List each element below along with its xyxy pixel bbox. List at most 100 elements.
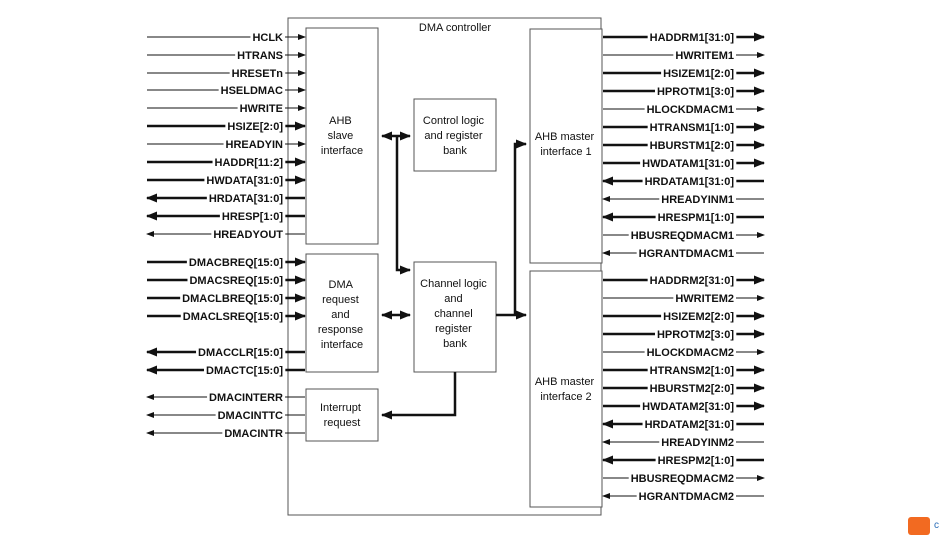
channel-logic-line-4: register — [435, 323, 472, 335]
right-signal-label-bg — [628, 230, 736, 242]
ahb-slave-line-2: slave — [328, 130, 354, 142]
right-signal-label-bg — [647, 383, 737, 395]
right-signal-label-bg — [644, 104, 736, 116]
interrupt-request-block — [305, 388, 379, 442]
right-signal-hburstm2-2-0: HBURSTM2[2:0] — [650, 383, 735, 395]
slave-channel-link — [395, 136, 411, 275]
control-logic-line-3: bank — [443, 145, 467, 157]
ahb-slave-line-3: interface — [321, 145, 363, 157]
left-signal-dmacinterr: DMACINTERR — [209, 392, 283, 404]
left-signal-dmacbreq-15-0: DMACBREQ[15:0] — [189, 257, 283, 269]
ahb-master-1-block — [529, 28, 603, 264]
right-signal-hrdatam2-31-0: HRDATAM2[31:0] — [645, 419, 735, 431]
interrupt-line-2: request — [324, 417, 361, 429]
left-signal-hreadyin: HREADYIN — [226, 139, 284, 151]
right-signal-hlockdmacm2: HLOCKDMACM2 — [647, 347, 734, 359]
channel-master1-link — [513, 139, 527, 315]
right-signal-label-bg — [647, 140, 737, 152]
right-signal-hreadyinm1: HREADYINM1 — [661, 194, 734, 206]
left-signal-dmacintr: DMACINTR — [224, 428, 283, 440]
left-signal-group: HCLKHTRANSHRESETnHSELDMACHWRITEHSIZE[2:0… — [146, 32, 306, 440]
right-signal-hrespm1-1-0: HRESPM1[1:0] — [658, 212, 735, 224]
left-signal-label-bg — [204, 175, 286, 187]
left-signal-dmaclbreq-15-0: DMACLBREQ[15:0] — [182, 293, 283, 305]
left-signal-hresp-1-0: HRESP[1:0] — [222, 211, 283, 223]
left-signal-haddr-11-2: HADDR[11:2] — [215, 157, 284, 169]
svg-text:AHB master interface 2: AHB master interface 2 — [535, 376, 597, 403]
left-signal-dmactc-15-0: DMACTC[15:0] — [206, 365, 283, 377]
control-logic-line-2: and register — [424, 130, 482, 142]
left-signal-hwrite: HWRITE — [240, 103, 283, 115]
right-signal-htransm1-1-0: HTRANSM1[1:0] — [650, 122, 735, 134]
channel-logic-line-1: Channel logic — [420, 278, 487, 290]
left-signal-dmacclr-15-0: DMACCLR[15:0] — [198, 347, 283, 359]
left-signal-label-bg — [207, 392, 286, 404]
right-signal-haddrm2-31-0: HADDRM2[31:0] — [650, 275, 735, 287]
right-signal-hwritem1: HWRITEM1 — [675, 50, 734, 62]
internal-connections — [381, 131, 527, 420]
left-signal-dmaclsreq-15-0: DMACLSREQ[15:0] — [183, 311, 284, 323]
left-signal-label-bg — [187, 275, 286, 287]
left-signal-label-bg — [215, 410, 286, 422]
right-signal-hrdatam1-31-0: HRDATAM1[31:0] — [645, 176, 735, 188]
right-signal-hbusreqdmacm1: HBUSREQDMACM1 — [631, 230, 734, 242]
interrupt-line-1: Interrupt — [320, 402, 361, 414]
right-signal-hprotm2-3-0: HPROTM2[3:0] — [657, 329, 734, 341]
ahb-master-2-line-1: AHB master — [535, 376, 595, 388]
left-signal-hrdata-31-0: HRDATA[31:0] — [209, 193, 283, 205]
left-signal-label-bg — [211, 229, 286, 241]
left-signal-hreadyout: HREADYOUT — [213, 229, 283, 241]
left-signal-label-bg — [219, 211, 286, 223]
left-signal-dmacinttc: DMACINTTC — [218, 410, 283, 422]
left-signal-label-bg — [222, 428, 286, 440]
left-signal-label-bg — [196, 347, 286, 359]
right-signal-label-bg — [655, 212, 737, 224]
right-signal-label-bg — [636, 248, 736, 260]
right-signal-label-bg — [640, 401, 737, 413]
left-signal-label-bg — [235, 50, 285, 62]
right-signal-label-bg — [661, 311, 737, 323]
dma-request-line-2: request — [322, 294, 359, 306]
left-signal-label-bg — [225, 121, 286, 133]
right-signal-hwdatam2-31-0: HWDATAM2[31:0] — [642, 401, 734, 413]
right-signal-hwritem2: HWRITEM2 — [675, 293, 734, 305]
right-signal-hprotm1-3-0: HPROTM1[3:0] — [657, 86, 734, 98]
right-signal-label-bg — [640, 158, 737, 170]
right-signal-label-bg — [673, 293, 736, 305]
left-signal-label-bg — [212, 157, 286, 169]
svg-text:AHB slave interface: AHB slave interface — [321, 115, 363, 157]
ahb-slave-interface-block — [305, 27, 379, 245]
left-signal-hclk: HCLK — [252, 32, 283, 44]
right-signal-hwdatam1-31-0: HWDATAM1[31:0] — [642, 158, 734, 170]
right-signal-hrespm2-1-0: HRESPM2[1:0] — [658, 455, 735, 467]
left-signal-label-bg — [206, 193, 286, 205]
dma-request-line-4: response — [318, 324, 363, 336]
right-signal-label-bg — [655, 455, 737, 467]
dma-request-interface-block — [305, 253, 379, 373]
left-signal-label-bg — [186, 257, 286, 269]
channel-logic-line-3: channel — [434, 308, 473, 320]
right-signal-label-bg — [654, 329, 737, 341]
dma-request-line-5: interface — [321, 339, 363, 351]
right-signal-label-bg — [659, 437, 736, 449]
svg-text:Channel logic and chan: Channel logic and channel register bank — [420, 278, 490, 350]
right-signal-hsizem2-2-0: HSIZEM2[2:0] — [663, 311, 734, 323]
right-signal-htransm2-1-0: HTRANSM2[1:0] — [650, 365, 735, 377]
left-signal-htrans: HTRANS — [237, 50, 283, 62]
ahb-master-2-block — [529, 270, 603, 508]
svg-text:DMA request and re: DMA request and response interface — [318, 279, 366, 351]
left-signal-label-bg — [218, 85, 286, 97]
ahb-master-1-line-1: AHB master — [535, 131, 595, 143]
controller-title: DMA controller — [419, 22, 491, 34]
left-signal-label-bg — [180, 311, 286, 323]
left-signal-label-bg — [223, 139, 286, 151]
right-signal-label-bg — [647, 275, 737, 287]
ahb-master-2-line-2: interface 2 — [540, 391, 591, 403]
dma-request-line-1: DMA — [329, 279, 354, 291]
right-signal-label-bg — [654, 86, 737, 98]
dma-request-line-3: and — [331, 309, 349, 321]
left-signal-label-bg — [204, 365, 286, 377]
right-signal-hburstm1-2-0: HBURSTM1[2:0] — [650, 140, 735, 152]
right-signal-label-bg — [661, 68, 737, 80]
